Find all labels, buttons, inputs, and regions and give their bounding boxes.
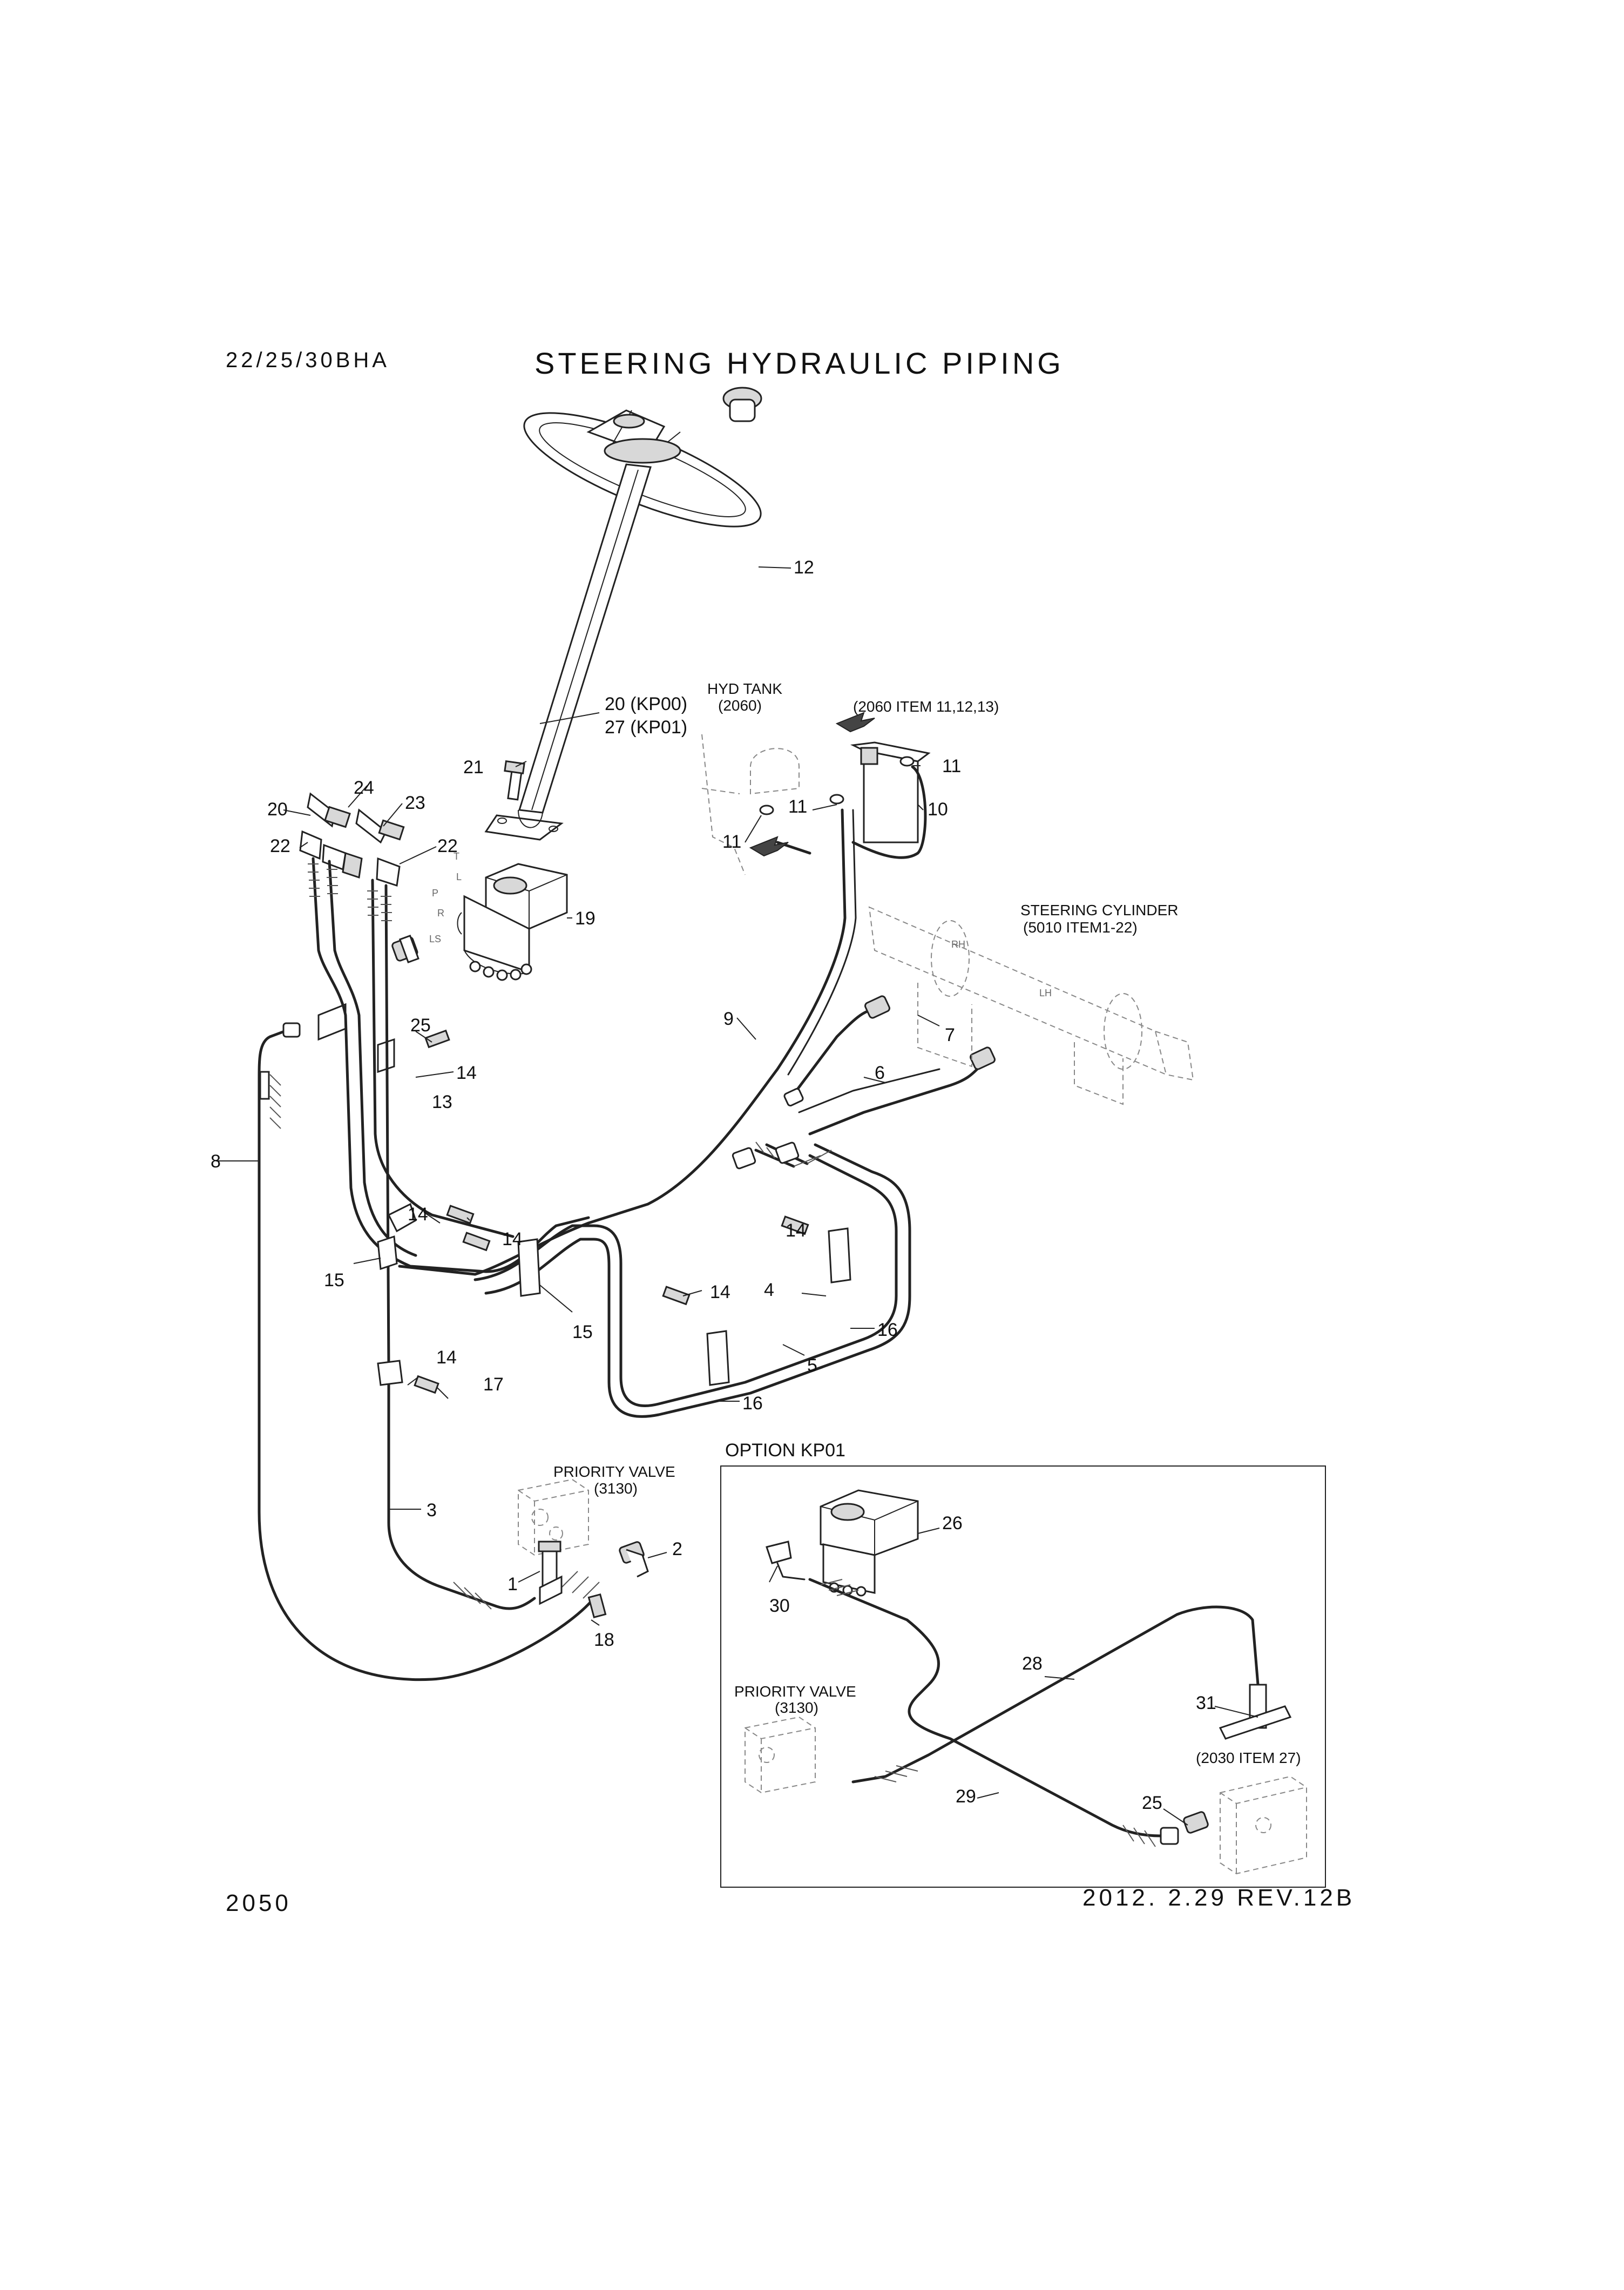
callout-14-e: 14 bbox=[710, 1282, 730, 1302]
port-label-rh: RH bbox=[951, 939, 965, 950]
tank-items-ref: (2060 ITEM 11,12,13) bbox=[853, 698, 999, 715]
callout-25-option: 25 bbox=[1142, 1793, 1162, 1813]
bolts bbox=[414, 1029, 809, 1394]
option-item-ref: (2030 ITEM 27) bbox=[1196, 1749, 1301, 1766]
clamps bbox=[377, 1203, 851, 1386]
priority-valve bbox=[518, 1478, 649, 1619]
callout-9: 9 bbox=[723, 1009, 734, 1029]
callout-25: 25 bbox=[410, 1015, 431, 1036]
callout-10: 10 bbox=[928, 799, 948, 820]
callout-13: 13 bbox=[432, 1092, 452, 1112]
option-priority-valve-label: PRIORITY VALVE bbox=[734, 1683, 856, 1700]
callout-11-b: 11 bbox=[788, 796, 807, 817]
page-number: 2050 bbox=[226, 1890, 292, 1916]
callout-7: 7 bbox=[945, 1025, 955, 1045]
fittings-upper-left bbox=[299, 760, 525, 964]
port-label-ls: LS bbox=[429, 934, 441, 944]
callout-29: 29 bbox=[956, 1786, 976, 1807]
callout-3: 3 bbox=[427, 1500, 437, 1521]
cylinder-fittings bbox=[732, 995, 996, 1170]
callout-12: 12 bbox=[794, 557, 814, 578]
callout-23: 23 bbox=[405, 793, 425, 813]
callout-22-a: 22 bbox=[270, 836, 290, 856]
callout-14-d: 14 bbox=[786, 1220, 806, 1241]
callout-18: 18 bbox=[594, 1630, 614, 1650]
steering-column bbox=[484, 463, 652, 841]
callout-15-b: 15 bbox=[572, 1322, 593, 1342]
priority-valve-label: PRIORITY VALVE bbox=[553, 1463, 675, 1480]
hyd-tank-label: HYD TANK bbox=[707, 680, 782, 697]
hyd-tank-ref: (2060) bbox=[718, 697, 762, 714]
callout-1: 1 bbox=[508, 1574, 518, 1595]
callout-6: 6 bbox=[875, 1063, 885, 1083]
callout-27-kp01: 27 (KP01) bbox=[605, 717, 687, 738]
steering-unit bbox=[457, 863, 568, 981]
option-components bbox=[745, 1489, 1307, 1875]
callout-21: 21 bbox=[463, 757, 484, 778]
hyd-tank bbox=[701, 712, 931, 875]
callout-14-c: 14 bbox=[502, 1229, 523, 1249]
revision-date: 2012. 2.29 REV.12B bbox=[1082, 1884, 1356, 1911]
priority-valve-ref: (3130) bbox=[594, 1480, 638, 1497]
option-kp01-title: OPTION KP01 bbox=[725, 1440, 845, 1461]
bracket bbox=[317, 1003, 395, 1073]
callout-4: 4 bbox=[764, 1280, 774, 1300]
port-label-t: T bbox=[454, 851, 459, 862]
callout-20: 20 bbox=[267, 799, 288, 820]
callout-17: 17 bbox=[483, 1374, 504, 1395]
steering-cylinder-label: STEERING CYLINDER bbox=[1020, 902, 1179, 918]
callout-8: 8 bbox=[211, 1151, 221, 1172]
callout-15-a: 15 bbox=[324, 1270, 344, 1291]
callout-19: 19 bbox=[575, 908, 596, 929]
port-label-p: P bbox=[432, 888, 438, 899]
callout-14-b: 14 bbox=[408, 1204, 428, 1225]
callout-14-f: 14 bbox=[436, 1347, 457, 1368]
port-label-lh: LH bbox=[1039, 988, 1052, 998]
option-priority-valve-ref: (3130) bbox=[775, 1699, 818, 1716]
callout-2: 2 bbox=[672, 1539, 682, 1559]
callout-20-kp00: 20 (KP00) bbox=[605, 694, 687, 714]
leader-lines bbox=[216, 566, 1258, 1826]
callout-22-b: 22 bbox=[437, 836, 458, 856]
port-label-l: L bbox=[456, 872, 462, 882]
callout-16-b: 16 bbox=[742, 1393, 763, 1414]
port-label-r: R bbox=[437, 908, 444, 918]
steering-cylinder-ref: (5010 ITEM1-22) bbox=[1023, 919, 1138, 936]
model-code: 22/25/30BHA bbox=[226, 348, 390, 372]
callout-14-a: 14 bbox=[456, 1063, 477, 1083]
callout-16-a: 16 bbox=[877, 1320, 898, 1340]
callout-30: 30 bbox=[769, 1596, 790, 1616]
callout-11-c: 11 bbox=[722, 832, 741, 852]
page-title: STEERING HYDRAULIC PIPING bbox=[534, 346, 1064, 380]
callout-11-a: 11 bbox=[942, 756, 961, 776]
callout-28: 28 bbox=[1022, 1653, 1043, 1674]
callout-26: 26 bbox=[942, 1513, 963, 1534]
callout-5: 5 bbox=[807, 1355, 817, 1376]
callout-31: 31 bbox=[1196, 1693, 1216, 1713]
option-kp01-frame bbox=[720, 1465, 1326, 1888]
callout-24: 24 bbox=[354, 778, 374, 798]
pipe-to-priority-valve bbox=[387, 1364, 600, 1610]
hose-long-loop bbox=[258, 1022, 596, 1681]
